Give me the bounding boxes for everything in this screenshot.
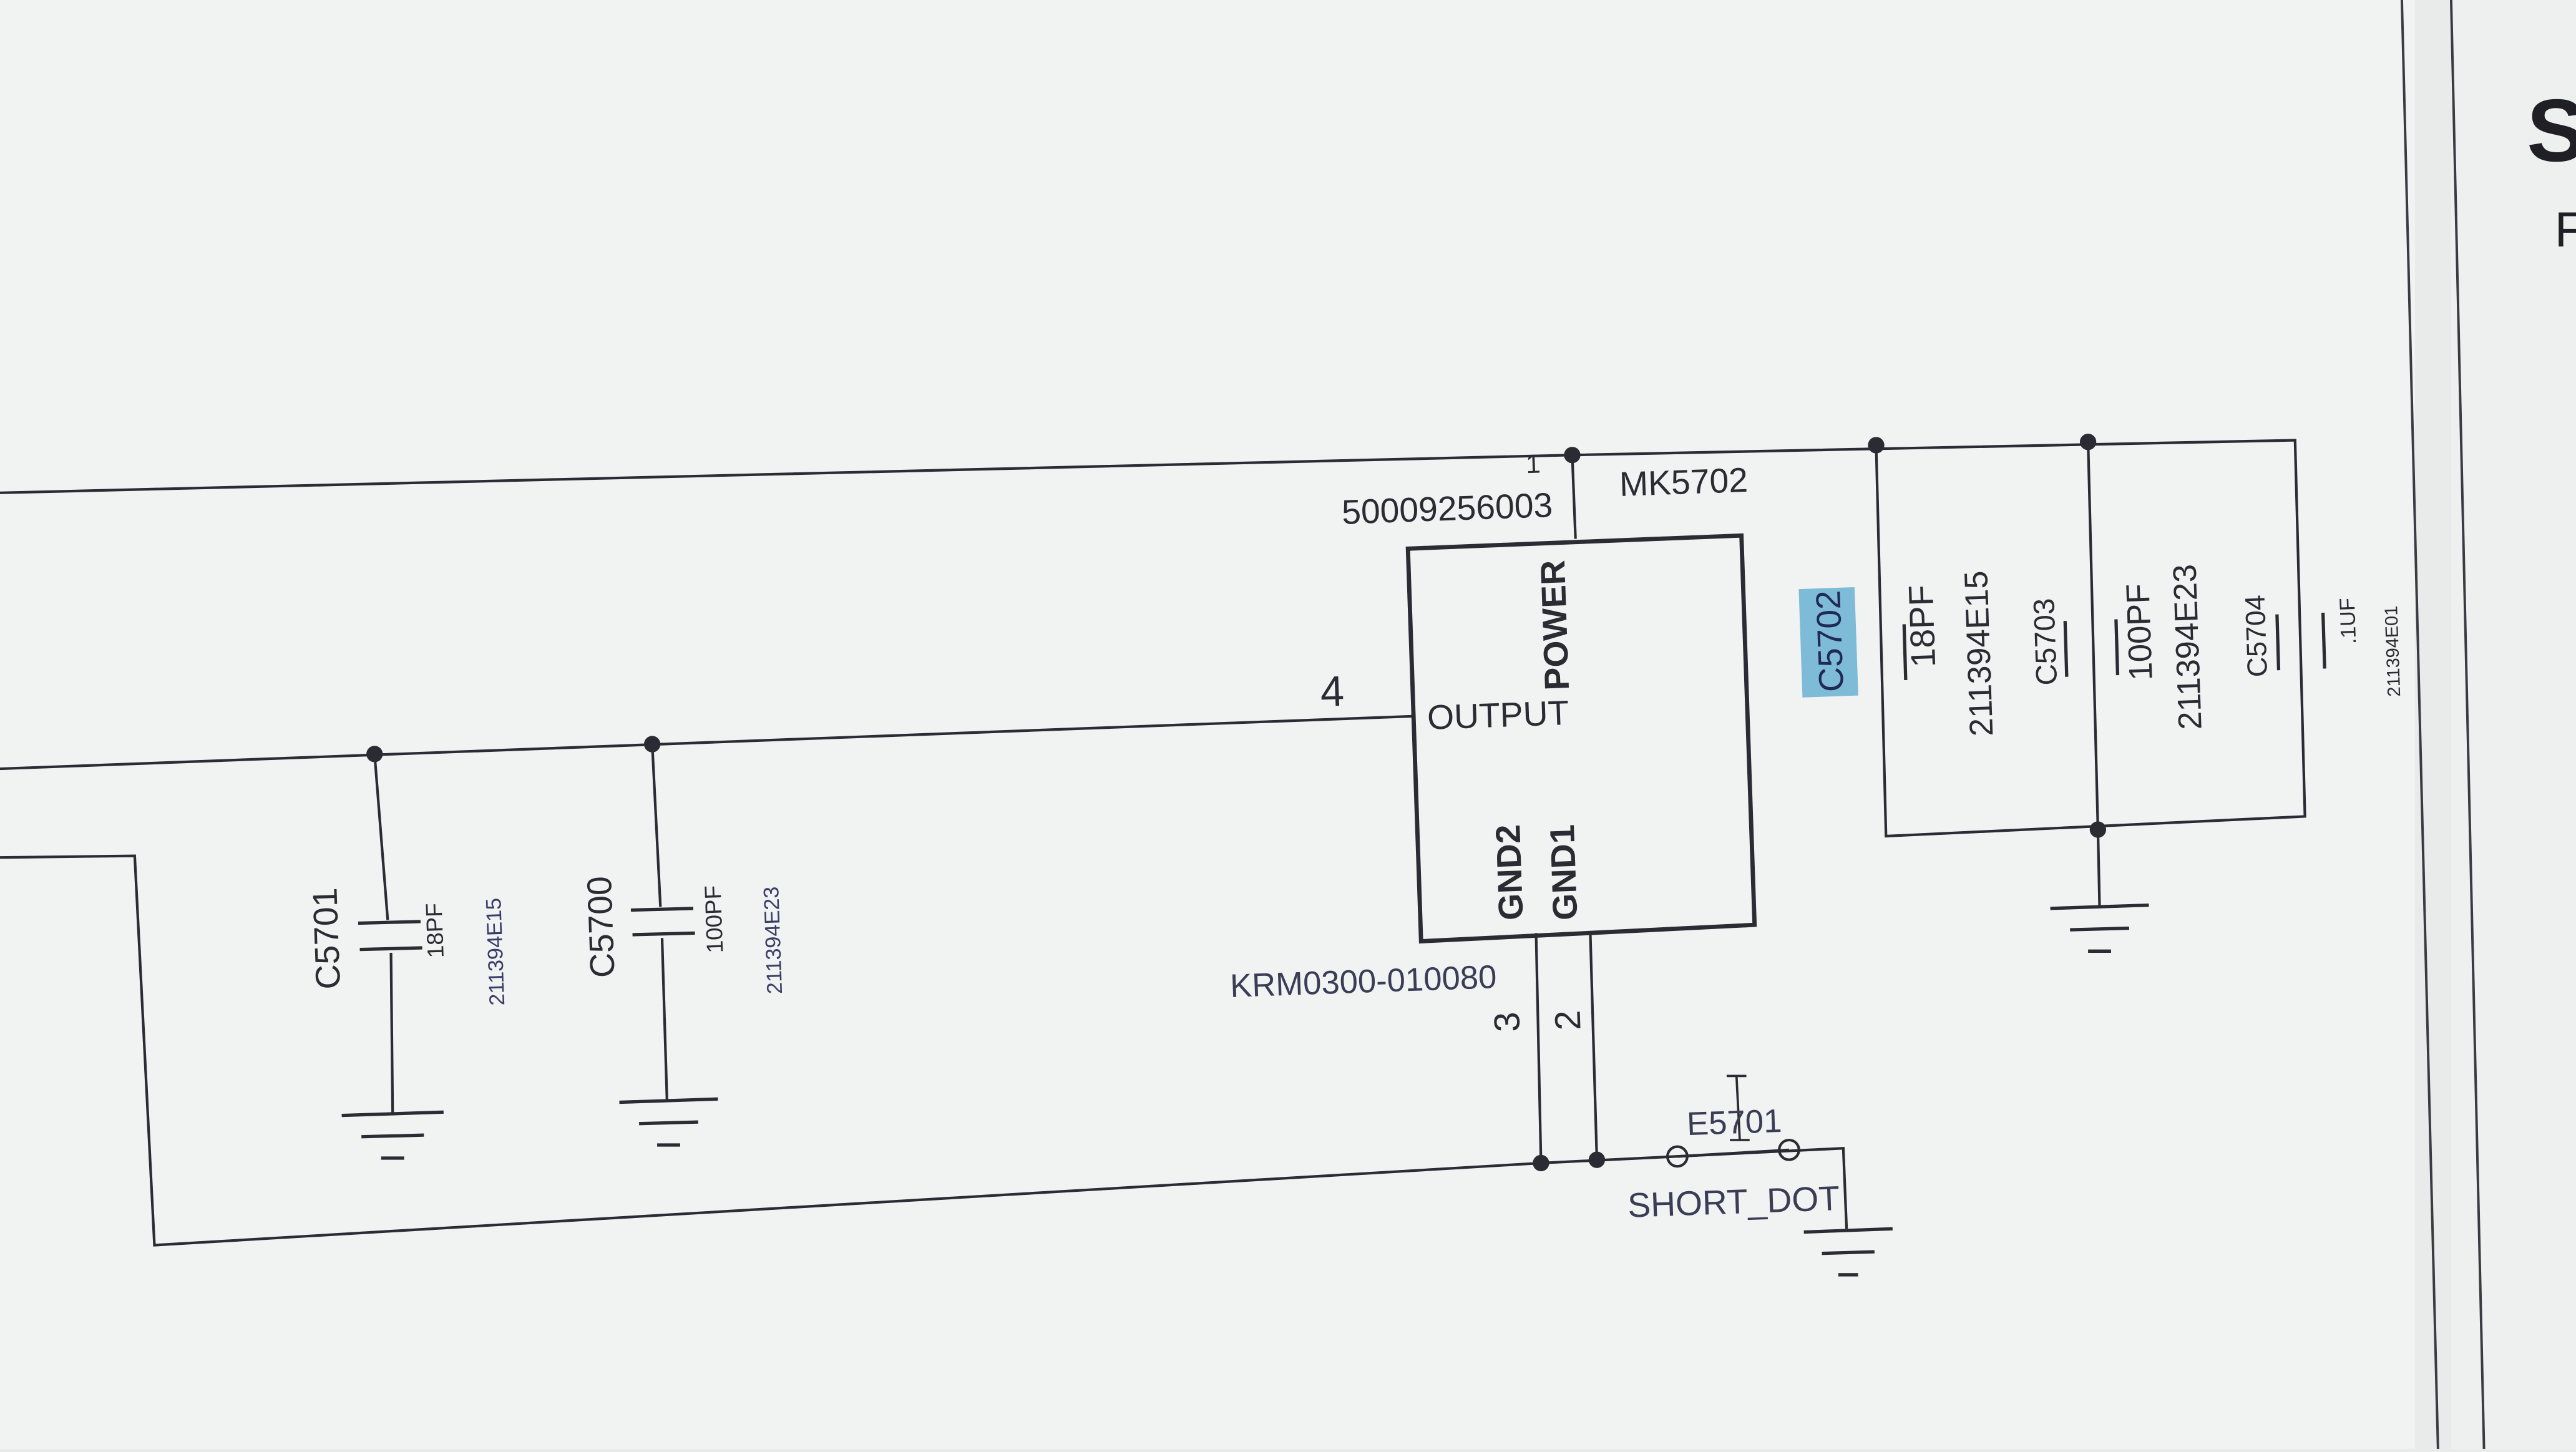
c5703-branch-wire — [2086, 442, 2100, 830]
short-dot-label: SHORT_DOT — [1627, 1179, 1840, 1225]
mic-pin-gnd2-label: GND2 — [1488, 824, 1530, 921]
junction-dot — [2089, 821, 2107, 838]
c5701-plate — [359, 946, 422, 952]
c5701-bottom-wire — [389, 952, 394, 1114]
junction-dot — [1588, 1151, 1606, 1168]
junction-dot — [2079, 434, 2097, 451]
c5703-value: 100PF — [2119, 583, 2159, 681]
mic-pin-number-power: 1 — [1525, 449, 1541, 479]
c5704-plate — [2275, 614, 2281, 671]
junction-dot — [1564, 447, 1581, 464]
short-dot-reference: E5701 — [1686, 1103, 1782, 1143]
c5704-reference: C5704 — [2239, 595, 2273, 678]
c5701-value: 18PF — [421, 903, 449, 958]
right-ground-drop-wire — [2096, 829, 2101, 907]
short-dot-symbol — [1666, 1138, 1800, 1168]
c5700-plate — [632, 931, 695, 937]
sheet-border — [2400, 0, 2439, 1450]
c5703-plate — [2114, 619, 2120, 676]
c5702-part-number: 211394E15 — [1958, 570, 2000, 737]
mic-power-pin-wire — [1571, 455, 1577, 539]
mic-gnd2-pin-wire — [1534, 933, 1543, 1163]
junction-dot — [366, 746, 383, 763]
title-block-letter: S — [2527, 81, 2576, 180]
junction-dot — [1868, 437, 1885, 454]
mic-pin-power-label: POWER — [1533, 560, 1576, 691]
mic-pin-number-gnd2: 3 — [1487, 1011, 1528, 1033]
ground-symbol-right — [2050, 903, 2149, 953]
title-block-border — [2449, 0, 2486, 1450]
mic-pin-gnd1-label: GND1 — [1543, 824, 1584, 921]
text-cursor-icon — [1726, 1074, 1750, 1141]
c5703-part-number: 211394E23 — [2167, 563, 2209, 730]
mic-gnd1-pin-wire — [1589, 933, 1599, 1160]
title-block-subletter: F — [2555, 202, 2576, 257]
mic-reference: MK5702 — [1619, 460, 1749, 504]
output-net-wire — [0, 714, 1413, 771]
c5700-reference: C5700 — [580, 875, 622, 978]
c5701-plate — [358, 920, 421, 925]
c5702-reference: C5702 — [1808, 590, 1851, 693]
selection-highlight — [1798, 587, 1858, 698]
c5700-plate — [630, 907, 694, 912]
ground-net-wire — [0, 854, 1848, 1247]
c5701-reference: C5701 — [305, 887, 348, 990]
mic-pin-number-gnd1: 2 — [1548, 1010, 1589, 1031]
c5702-value: 18PF — [1901, 584, 1943, 668]
c5700-value: 100PF — [700, 885, 728, 953]
mic-pin-number-output: 4 — [1319, 667, 1345, 716]
c5703-reference: C5703 — [2027, 598, 2064, 686]
mic-part-number: 50009256003 — [1341, 485, 1553, 532]
mic-pin-output-label: OUTPUT — [1427, 693, 1569, 737]
c5704-value: .1UF — [2336, 598, 2361, 645]
c5700-bottom-wire — [660, 938, 668, 1101]
c5704-plate — [2321, 612, 2326, 669]
c5701-top-wire — [373, 754, 389, 920]
c5703-plate — [2063, 621, 2069, 677]
ground-symbol-short — [1803, 1227, 1893, 1277]
c5704-part-number: 211394E01 — [2381, 605, 2404, 697]
mic-component-body — [1405, 533, 1757, 944]
power-net-wire — [0, 439, 2306, 838]
c5700-top-wire — [651, 744, 662, 907]
junction-dot — [644, 736, 661, 753]
title-block-area — [2451, 0, 2576, 1449]
ground-symbol-c5701 — [341, 1110, 444, 1160]
junction-dot — [1533, 1154, 1549, 1172]
c5702-plate — [1902, 624, 1908, 680]
ground-symbol-c5700 — [619, 1097, 718, 1147]
c5700-part-number: 211394E23 — [759, 886, 787, 995]
c5701-part-number: 211394E15 — [482, 897, 509, 1006]
